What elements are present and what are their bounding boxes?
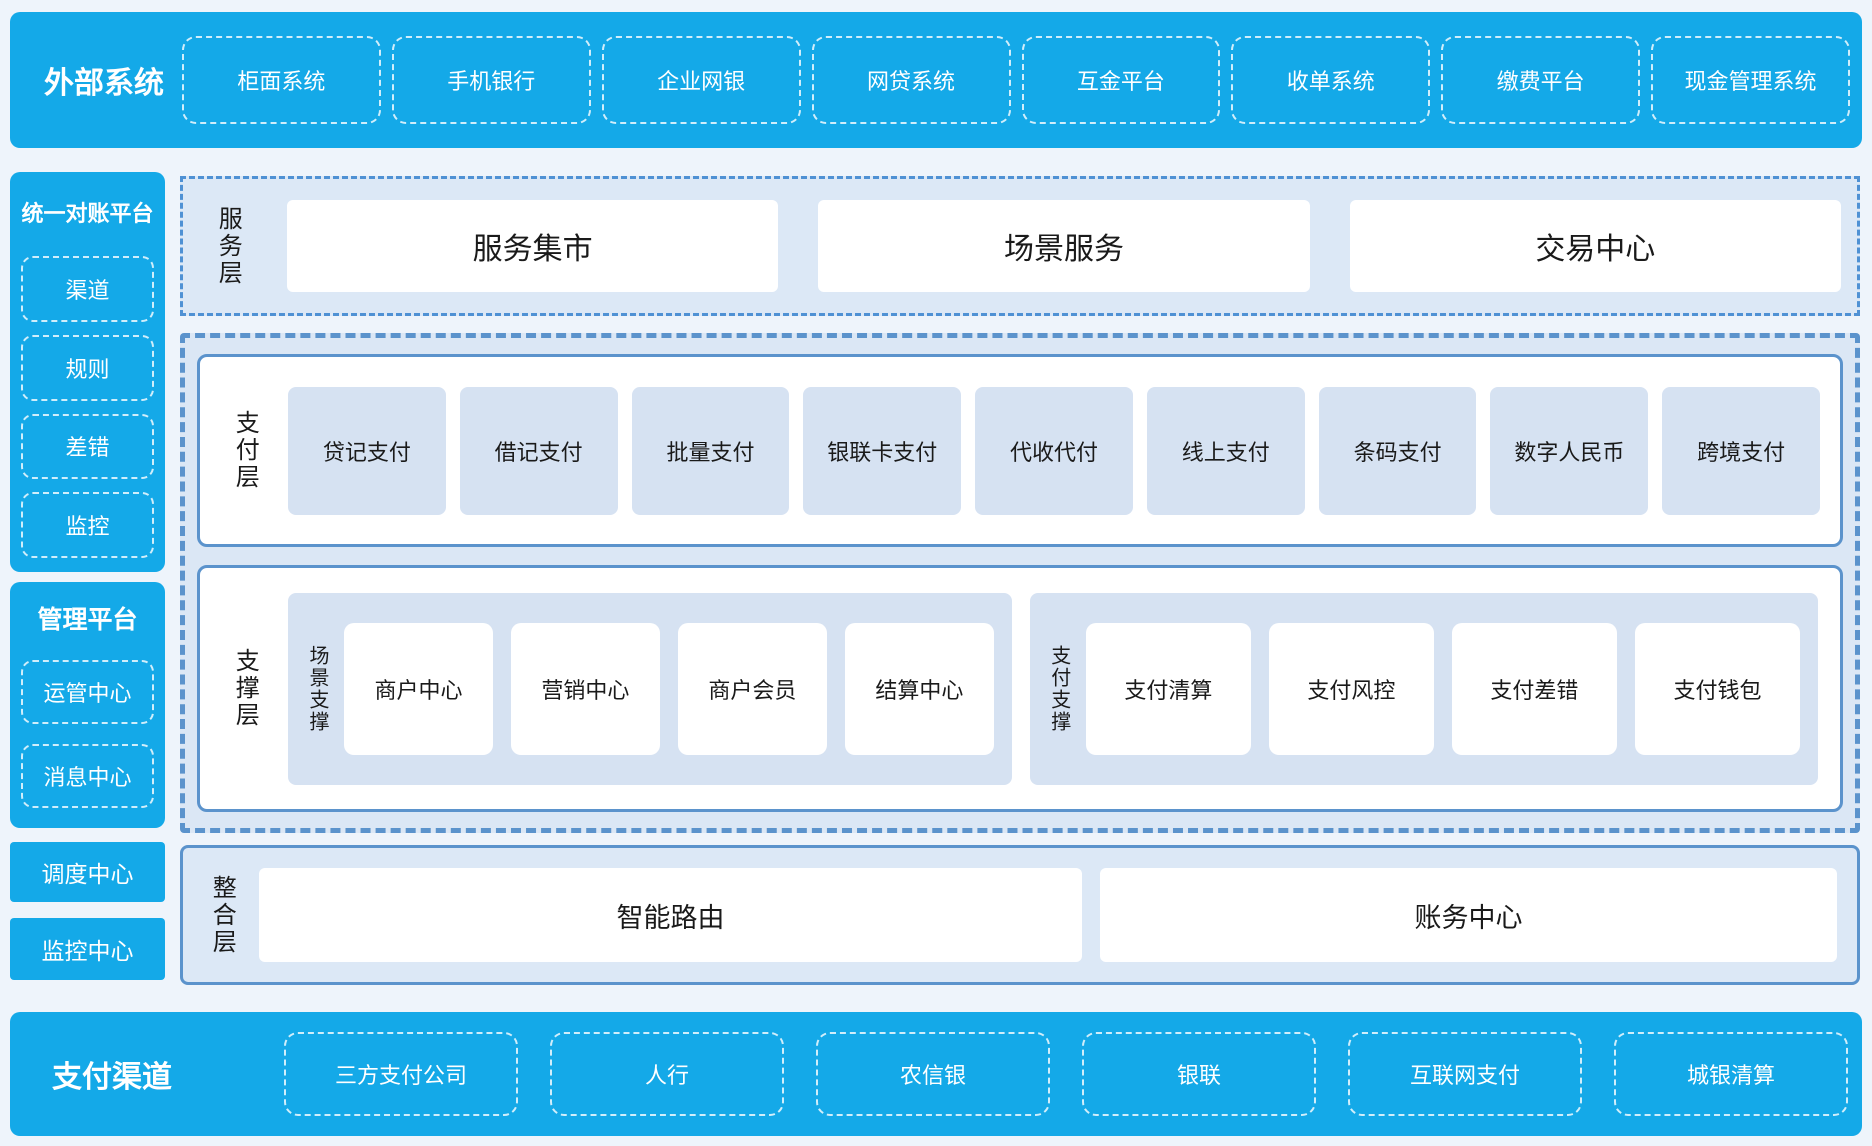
external-systems-items: 柜面系统 手机银行 企业网银 网贷系统 互金平台 收单系统 缴费平台 现金管理系… bbox=[182, 36, 1850, 124]
group-tile: 商户中心 bbox=[344, 622, 493, 755]
external-system-item: 企业网银 bbox=[601, 36, 801, 124]
payment-channels-label: 支付渠道 bbox=[52, 1061, 172, 1094]
payment-tile: 跨境支付 bbox=[1662, 386, 1821, 515]
support-layer-label: 支撑层 bbox=[231, 648, 259, 729]
payment-support-group-label: 支付支撑 bbox=[1047, 644, 1070, 733]
external-system-item: 互金平台 bbox=[1021, 36, 1221, 124]
payment-layer-label-column: 支付层 bbox=[200, 410, 288, 491]
service-card: 场景服务 bbox=[818, 200, 1310, 292]
management-item: 消息中心 bbox=[21, 744, 154, 808]
payment-tile: 批量支付 bbox=[631, 386, 790, 515]
payment-channels-bar: 支付渠道 三方支付公司 人行 农信银 银联 互联网支付 城银清算 bbox=[10, 1012, 1862, 1136]
service-layer-section: 服务层 服务集市 场景服务 交易中心 bbox=[180, 176, 1860, 316]
management-platform-panel: 管理平台 运管中心 消息中心 bbox=[10, 582, 165, 828]
payment-support-group: 支付支撑 支付清算 支付风控 支付差错 支付钱包 bbox=[1029, 592, 1818, 785]
service-layer-cards: 服务集市 场景服务 交易中心 bbox=[287, 200, 1841, 292]
payment-channel-item: 三方支付公司 bbox=[284, 1032, 518, 1116]
management-platform-items: 运管中心 消息中心 bbox=[21, 660, 154, 808]
integration-layer-section: 整合层 智能路由 账务中心 bbox=[180, 845, 1860, 985]
payment-channel-item: 城银清算 bbox=[1614, 1032, 1848, 1116]
integration-card: 智能路由 bbox=[259, 868, 1083, 962]
reconciliation-platform-items: 渠道 规则 差错 监控 bbox=[21, 256, 154, 558]
service-card: 服务集市 bbox=[287, 200, 779, 292]
support-layer-panel: 支撑层 场景支撑 商户中心 营销中心 商户会员 结算中心 支付支撑 支付清算 bbox=[197, 565, 1843, 812]
integration-layer-cards: 智能路由 账务中心 bbox=[259, 868, 1837, 962]
payment-tile: 条码支付 bbox=[1318, 386, 1477, 515]
reconciliation-item: 规则 bbox=[21, 334, 154, 401]
support-layer-label-column: 支撑层 bbox=[200, 648, 288, 729]
external-system-item: 现金管理系统 bbox=[1651, 36, 1850, 124]
payment-tile: 代收代付 bbox=[975, 386, 1133, 515]
external-system-item: 收单系统 bbox=[1231, 36, 1431, 124]
group-tile: 商户会员 bbox=[677, 622, 827, 755]
monitor-center-block: 监控中心 bbox=[10, 918, 165, 980]
reconciliation-platform-title: 统一对账平台 bbox=[21, 201, 154, 226]
external-systems-bar: 外部系统 柜面系统 手机银行 企业网银 网贷系统 互金平台 收单系统 缴费平台 … bbox=[10, 12, 1862, 148]
external-systems-label: 外部系统 bbox=[44, 67, 164, 100]
service-layer-label: 服务层 bbox=[214, 205, 242, 287]
scene-support-group: 场景支撑 商户中心 营销中心 商户会员 结算中心 bbox=[288, 592, 1012, 785]
reconciliation-item: 差错 bbox=[21, 413, 154, 480]
integration-layer-label-column: 整合层 bbox=[183, 875, 259, 956]
service-card: 交易中心 bbox=[1349, 200, 1841, 292]
integration-card: 账务中心 bbox=[1100, 868, 1837, 962]
payment-layer-panel: 支付层 贷记支付 借记支付 批量支付 银联卡支付 代收代付 线上支付 条码支付 … bbox=[197, 354, 1843, 547]
payment-tile: 贷记支付 bbox=[288, 386, 446, 515]
payment-tile: 银联卡支付 bbox=[803, 386, 962, 515]
payment-tile: 借记支付 bbox=[459, 386, 618, 515]
external-system-item: 柜面系统 bbox=[182, 36, 381, 124]
group-tile: 结算中心 bbox=[844, 622, 994, 755]
payment-channel-item: 互联网支付 bbox=[1348, 1032, 1582, 1116]
dispatch-center-block: 调度中心 bbox=[10, 842, 165, 902]
group-tile: 支付钱包 bbox=[1634, 622, 1800, 755]
integration-layer-label: 整合层 bbox=[208, 874, 236, 956]
external-system-item: 手机银行 bbox=[391, 36, 591, 124]
payment-support-tiles: 支付清算 支付风控 支付差错 支付钱包 bbox=[1085, 622, 1800, 755]
payment-channel-item: 农信银 bbox=[816, 1032, 1050, 1116]
external-system-item: 网贷系统 bbox=[811, 36, 1011, 124]
payment-channel-item: 银联 bbox=[1082, 1032, 1316, 1116]
payment-tile: 线上支付 bbox=[1146, 386, 1305, 515]
payment-layer-label: 支付层 bbox=[231, 410, 259, 491]
management-platform-title: 管理平台 bbox=[37, 606, 138, 634]
group-tile: 支付差错 bbox=[1451, 622, 1617, 755]
payment-tile: 数字人民币 bbox=[1490, 386, 1649, 515]
payment-channel-item: 人行 bbox=[550, 1032, 784, 1116]
payment-layer-tiles: 贷记支付 借记支付 批量支付 银联卡支付 代收代付 线上支付 条码支付 数字人民… bbox=[288, 386, 1821, 515]
reconciliation-item: 渠道 bbox=[21, 256, 154, 322]
reconciliation-platform-panel: 统一对账平台 渠道 规则 差错 监控 bbox=[10, 172, 165, 572]
support-layer-groups: 场景支撑 商户中心 营销中心 商户会员 结算中心 支付支撑 支付清算 支付风控 … bbox=[288, 592, 1818, 785]
group-tile: 营销中心 bbox=[510, 622, 660, 755]
external-system-item: 缴费平台 bbox=[1441, 36, 1641, 124]
service-layer-label-column: 服务层 bbox=[197, 206, 257, 287]
reconciliation-item: 监控 bbox=[21, 492, 154, 558]
group-tile: 支付风控 bbox=[1268, 622, 1434, 755]
management-item: 运管中心 bbox=[21, 660, 154, 724]
scene-support-tiles: 商户中心 营销中心 商户会员 结算中心 bbox=[344, 622, 994, 755]
middle-layers-container: 支付层 贷记支付 借记支付 批量支付 银联卡支付 代收代付 线上支付 条码支付 … bbox=[180, 333, 1860, 833]
group-tile: 支付清算 bbox=[1085, 622, 1251, 755]
scene-support-group-label: 场景支撑 bbox=[306, 644, 328, 733]
payment-channels-items: 三方支付公司 人行 农信银 银联 互联网支付 城银清算 bbox=[284, 1032, 1848, 1116]
